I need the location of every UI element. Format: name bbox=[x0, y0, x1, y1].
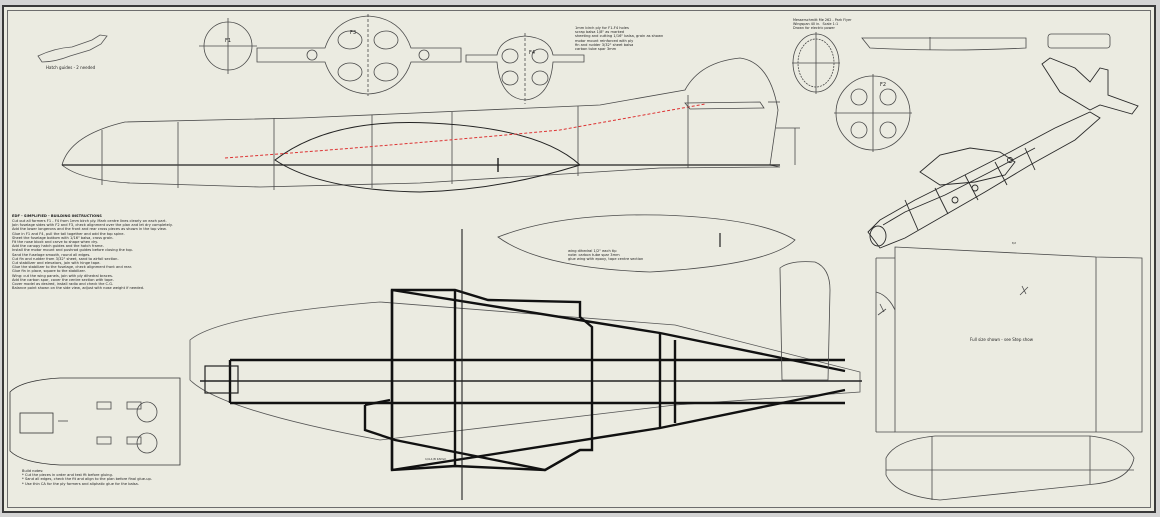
fin-side-view bbox=[779, 261, 831, 381]
tail-label: Full size shown - see Step show bbox=[970, 337, 1033, 342]
hatch-guide bbox=[37, 34, 108, 63]
former-f5-label: F2 bbox=[880, 82, 887, 88]
elevator-plan-view bbox=[885, 435, 1135, 501]
title-block: Messerschmitt Me 262 - Park Flyer Wingsp… bbox=[793, 18, 852, 31]
former-f4-label: F4 bbox=[529, 50, 536, 56]
instructions-header: EDF - SIMPLIFIED - BUILDING INSTRUCTIONS bbox=[12, 214, 102, 218]
fuselage-top-view bbox=[189, 229, 862, 500]
top-spec-note: 1mm birch ply for F1-F4 holes scrap bals… bbox=[575, 26, 664, 52]
small-rectangle bbox=[1047, 33, 1111, 49]
instructions-body: Cut out all formers F1 - F4 from 1mm bir… bbox=[12, 219, 173, 291]
isometric-frame-view bbox=[867, 57, 1139, 249]
wing-top-view bbox=[497, 214, 796, 273]
sheet-border bbox=[7, 10, 1151, 508]
former-f1-label: F1 bbox=[225, 38, 232, 44]
ruler-mark: 1/4-1/8 b3mm bbox=[425, 457, 447, 461]
former-f3-label: F3 bbox=[350, 30, 357, 36]
stabilizer-plan-view bbox=[875, 246, 1143, 433]
former-small-oval bbox=[792, 32, 840, 94]
tail-top-mark: t/2 bbox=[1012, 241, 1017, 245]
former-f3 bbox=[256, 14, 462, 96]
former-f5 bbox=[834, 74, 912, 152]
hatch-guide-label: Hatch guides - 2 needed bbox=[46, 65, 96, 70]
build-notes: Build notes: * Cut the pieces in order a… bbox=[22, 469, 152, 486]
wing-note: wing dihedral 1/2" each tip note: carbon… bbox=[568, 249, 644, 262]
drawing-sheet bbox=[2, 5, 1156, 513]
former-f1 bbox=[199, 18, 257, 74]
hatch-plate bbox=[9, 377, 181, 466]
former-f4 bbox=[465, 33, 585, 104]
stab-section bbox=[861, 37, 1027, 51]
fuselage-side-view bbox=[61, 57, 800, 193]
